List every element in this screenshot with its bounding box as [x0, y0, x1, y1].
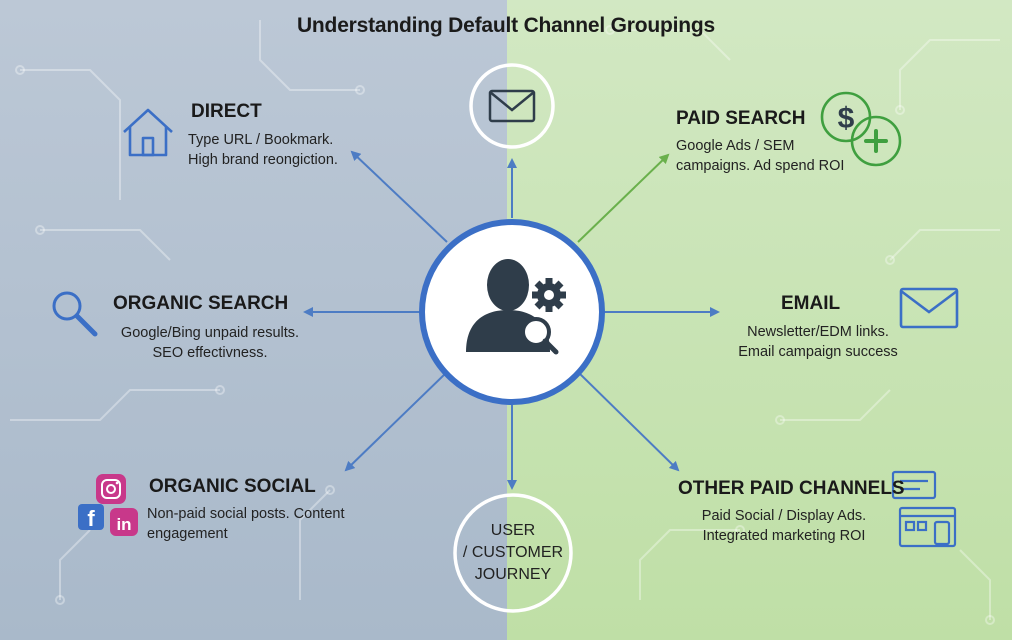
- facebook-icon: f: [78, 504, 104, 531]
- dollar-plus-icon: $: [820, 91, 902, 167]
- magnifier-small-icon: [521, 317, 559, 355]
- instagram-icon: [96, 474, 126, 504]
- organic-search-title: ORGANIC SEARCH: [113, 293, 289, 314]
- direct-desc-line1: Type URL / Bookmark.: [188, 132, 334, 148]
- paid-search-description: Google Ads / SEM campaigns. Ad spend ROI: [676, 136, 844, 176]
- arrow-to-direct: [350, 150, 448, 243]
- arrow-to-organic-social: [344, 371, 448, 472]
- paid-search-desc-line2: campaigns. Ad spend ROI: [676, 158, 845, 174]
- central-hub: [419, 219, 605, 405]
- direct-title: DIRECT: [191, 101, 262, 122]
- journey-node-ring: [453, 493, 573, 613]
- journey-label: USER / CUSTOMER JOURNEY: [455, 520, 571, 586]
- direct-description: Type URL / Bookmark. High brand reongict…: [188, 130, 338, 170]
- display-ads-icon: [891, 470, 957, 548]
- email-title: EMAIL: [781, 293, 841, 314]
- email-desc-line2: Email campaign success: [738, 344, 898, 360]
- journey-line1: USER: [490, 522, 536, 539]
- paid-search-desc-line1: Google Ads / SEM: [676, 138, 795, 154]
- social-media-icons: f in: [78, 474, 138, 536]
- home-icon: [123, 108, 173, 157]
- journey-line2: / CUSTOMER: [462, 544, 564, 561]
- organic-social-desc-line2: engagement: [147, 526, 228, 542]
- email-desc-line1: Newsletter/EDM links.: [747, 324, 889, 340]
- svg-text:in: in: [116, 515, 131, 534]
- envelope-icon: [488, 89, 536, 123]
- linkedin-icon: in: [110, 508, 138, 536]
- top-node: [469, 63, 555, 149]
- organic-search-description: Google/Bing unpaid results. SEO effectiv…: [100, 323, 320, 363]
- arrow-to-other-paid: [577, 371, 680, 472]
- gear-icon: [532, 278, 566, 312]
- magnifier-icon: [52, 291, 98, 337]
- arrow-to-paid-search: [577, 153, 670, 243]
- organic-search-desc-line2: SEO effectivness.: [152, 345, 268, 361]
- svg-text:$: $: [838, 102, 855, 135]
- email-description: Newsletter/EDM links. Email campaign suc…: [720, 322, 916, 362]
- circuit-decoration: [10, 20, 1000, 625]
- other-paid-description: Paid Social / Display Ads. Integrated ma…: [686, 506, 882, 546]
- organic-social-desc-line1: Non-paid social posts. Content: [147, 506, 345, 522]
- envelope-icon: [899, 287, 959, 329]
- other-paid-desc-line2: Integrated marketing ROI: [702, 528, 866, 544]
- paid-search-title: PAID SEARCH: [676, 108, 806, 129]
- direct-desc-line2: High brand reongiction.: [188, 152, 338, 168]
- organic-social-description: Non-paid social posts. Content engagemen…: [147, 504, 344, 544]
- other-paid-title: OTHER PAID CHANNELS: [678, 478, 905, 499]
- arrows: [303, 150, 720, 490]
- user-gear-magnifier-icon: [466, 259, 566, 355]
- organic-search-desc-line1: Google/Bing unpaid results.: [120, 325, 300, 341]
- page-title: Understanding Default Channel Groupings: [296, 14, 716, 37]
- svg-text:f: f: [87, 506, 95, 531]
- other-paid-desc-line1: Paid Social / Display Ads.: [701, 508, 867, 524]
- organic-social-title: ORGANIC SOCIAL: [149, 476, 316, 497]
- journey-line3: JOURNEY: [474, 566, 552, 583]
